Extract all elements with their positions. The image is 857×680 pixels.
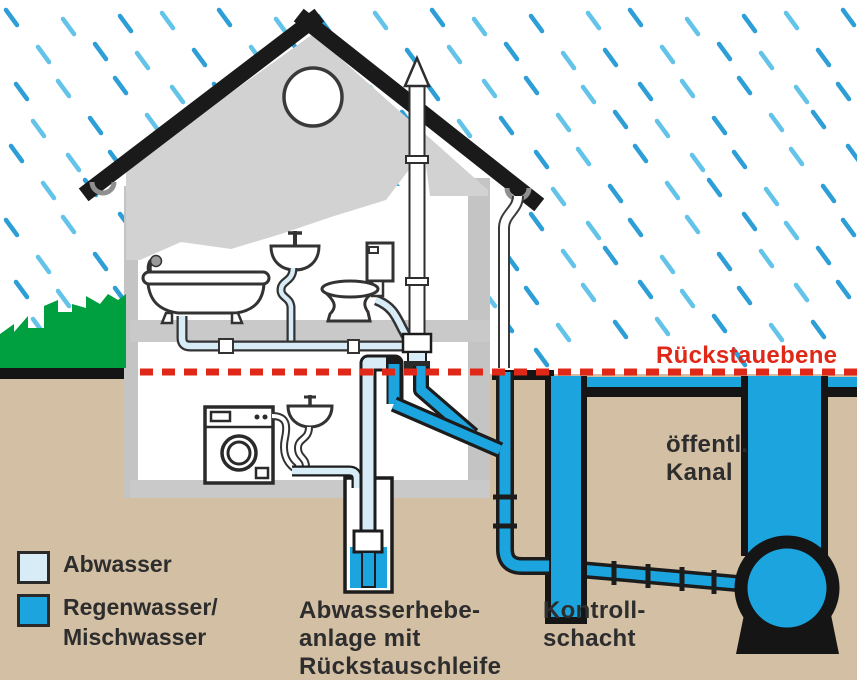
public-sewer-label-line2: Kanal bbox=[666, 459, 733, 487]
basement-sink-icon bbox=[271, 395, 334, 472]
gutter-downpipe bbox=[498, 195, 524, 368]
soil-stack-lower-pipe bbox=[390, 366, 504, 458]
lifting-station-label: Abwasserhebe- anlage mit Rückstauschleif… bbox=[299, 597, 501, 680]
control-shaft-label-line1: Kontroll- bbox=[543, 597, 646, 624]
public-sewer-shaft bbox=[741, 376, 828, 556]
stack-coupling bbox=[404, 361, 430, 369]
upstairs-drain-pipe bbox=[176, 316, 404, 354]
backflow-level-label: Rückstauebene bbox=[656, 342, 838, 369]
street-ledge-right bbox=[820, 387, 857, 397]
bathroom-sink-icon bbox=[269, 231, 321, 341]
legend-item-regenwasser: Regenwasser/ Mischwasser bbox=[17, 593, 218, 653]
legend-label-regenwasser-line1: Regenwasser/ bbox=[63, 594, 218, 620]
control-shaft bbox=[545, 376, 587, 624]
washing-machine-icon bbox=[203, 405, 275, 485]
legend-label-regenwasser-line2: Mischwasser bbox=[63, 623, 207, 650]
legend-item-abwasser: Abwasser bbox=[17, 550, 218, 584]
public-sewer-label-line1: öffentl. bbox=[666, 431, 749, 458]
vegetation bbox=[0, 294, 126, 368]
legend-label-regenwasser: Regenwasser/ Mischwasser bbox=[63, 593, 218, 653]
underground-drain-pipe bbox=[493, 372, 549, 575]
toilet-icon bbox=[320, 241, 414, 344]
public-sewer-label: öffentl. Kanal bbox=[666, 431, 748, 487]
backflow-loop-pipe bbox=[352, 354, 404, 588]
legend-label-abwasser: Abwasser bbox=[63, 551, 172, 577]
public-sewer-pipe bbox=[734, 535, 840, 654]
left-gutter bbox=[89, 181, 117, 196]
control-shaft-label: Kontroll- schacht bbox=[543, 597, 646, 653]
pump bbox=[352, 529, 384, 554]
attic bbox=[126, 34, 488, 260]
vent-stack bbox=[401, 54, 433, 373]
wastewater-swatch bbox=[17, 551, 50, 584]
stack-junction-fitting bbox=[401, 332, 433, 354]
street-ledge-left bbox=[583, 387, 747, 397]
legend: Abwasser Regenwasser/ Mischwasser bbox=[17, 550, 218, 662]
sewer-connection-pipe bbox=[584, 561, 744, 594]
control-shaft-label-line2: schacht bbox=[543, 625, 636, 653]
rainwater-swatch bbox=[17, 594, 50, 627]
lifting-station-label-line3: Rückstauschleife bbox=[299, 653, 502, 680]
ground-line-left bbox=[0, 366, 128, 379]
basement-floor-slab bbox=[130, 480, 490, 498]
lifting-station-label-line2: anlage mit bbox=[299, 625, 421, 653]
lifting-station-label-line1: Abwasserhebe- bbox=[299, 597, 481, 624]
bathtub-icon bbox=[141, 254, 271, 325]
round-attic-window bbox=[282, 66, 344, 128]
